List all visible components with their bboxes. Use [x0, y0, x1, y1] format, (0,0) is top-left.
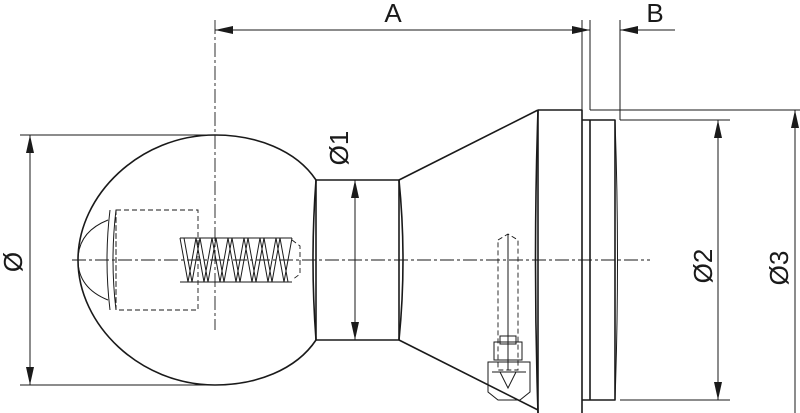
- dim-neck-label: Ø1: [324, 131, 354, 166]
- dimension-neck-diameter: Ø1: [324, 131, 359, 340]
- dim-b-label: B: [646, 0, 663, 28]
- dimension-ball-diameter: Ø: [0, 135, 34, 385]
- dim-ball-label: Ø: [0, 252, 28, 272]
- spring: [179, 237, 301, 283]
- taper: [398, 109, 539, 411]
- locking-pin: [487, 233, 531, 401]
- plunger-assembly: [77, 209, 199, 311]
- dimension-flange-diameter: Ø2: [688, 120, 722, 400]
- dim-a-label: A: [384, 0, 402, 28]
- dim-body-label: Ø3: [764, 251, 794, 286]
- dim-flange-label: Ø2: [688, 249, 718, 284]
- dimension-a: A: [215, 0, 590, 34]
- body: [534, 109, 583, 413]
- extension-lines: [20, 20, 800, 401]
- dimension-b: B: [620, 0, 675, 34]
- dimension-body-diameter: Ø3: [764, 110, 799, 413]
